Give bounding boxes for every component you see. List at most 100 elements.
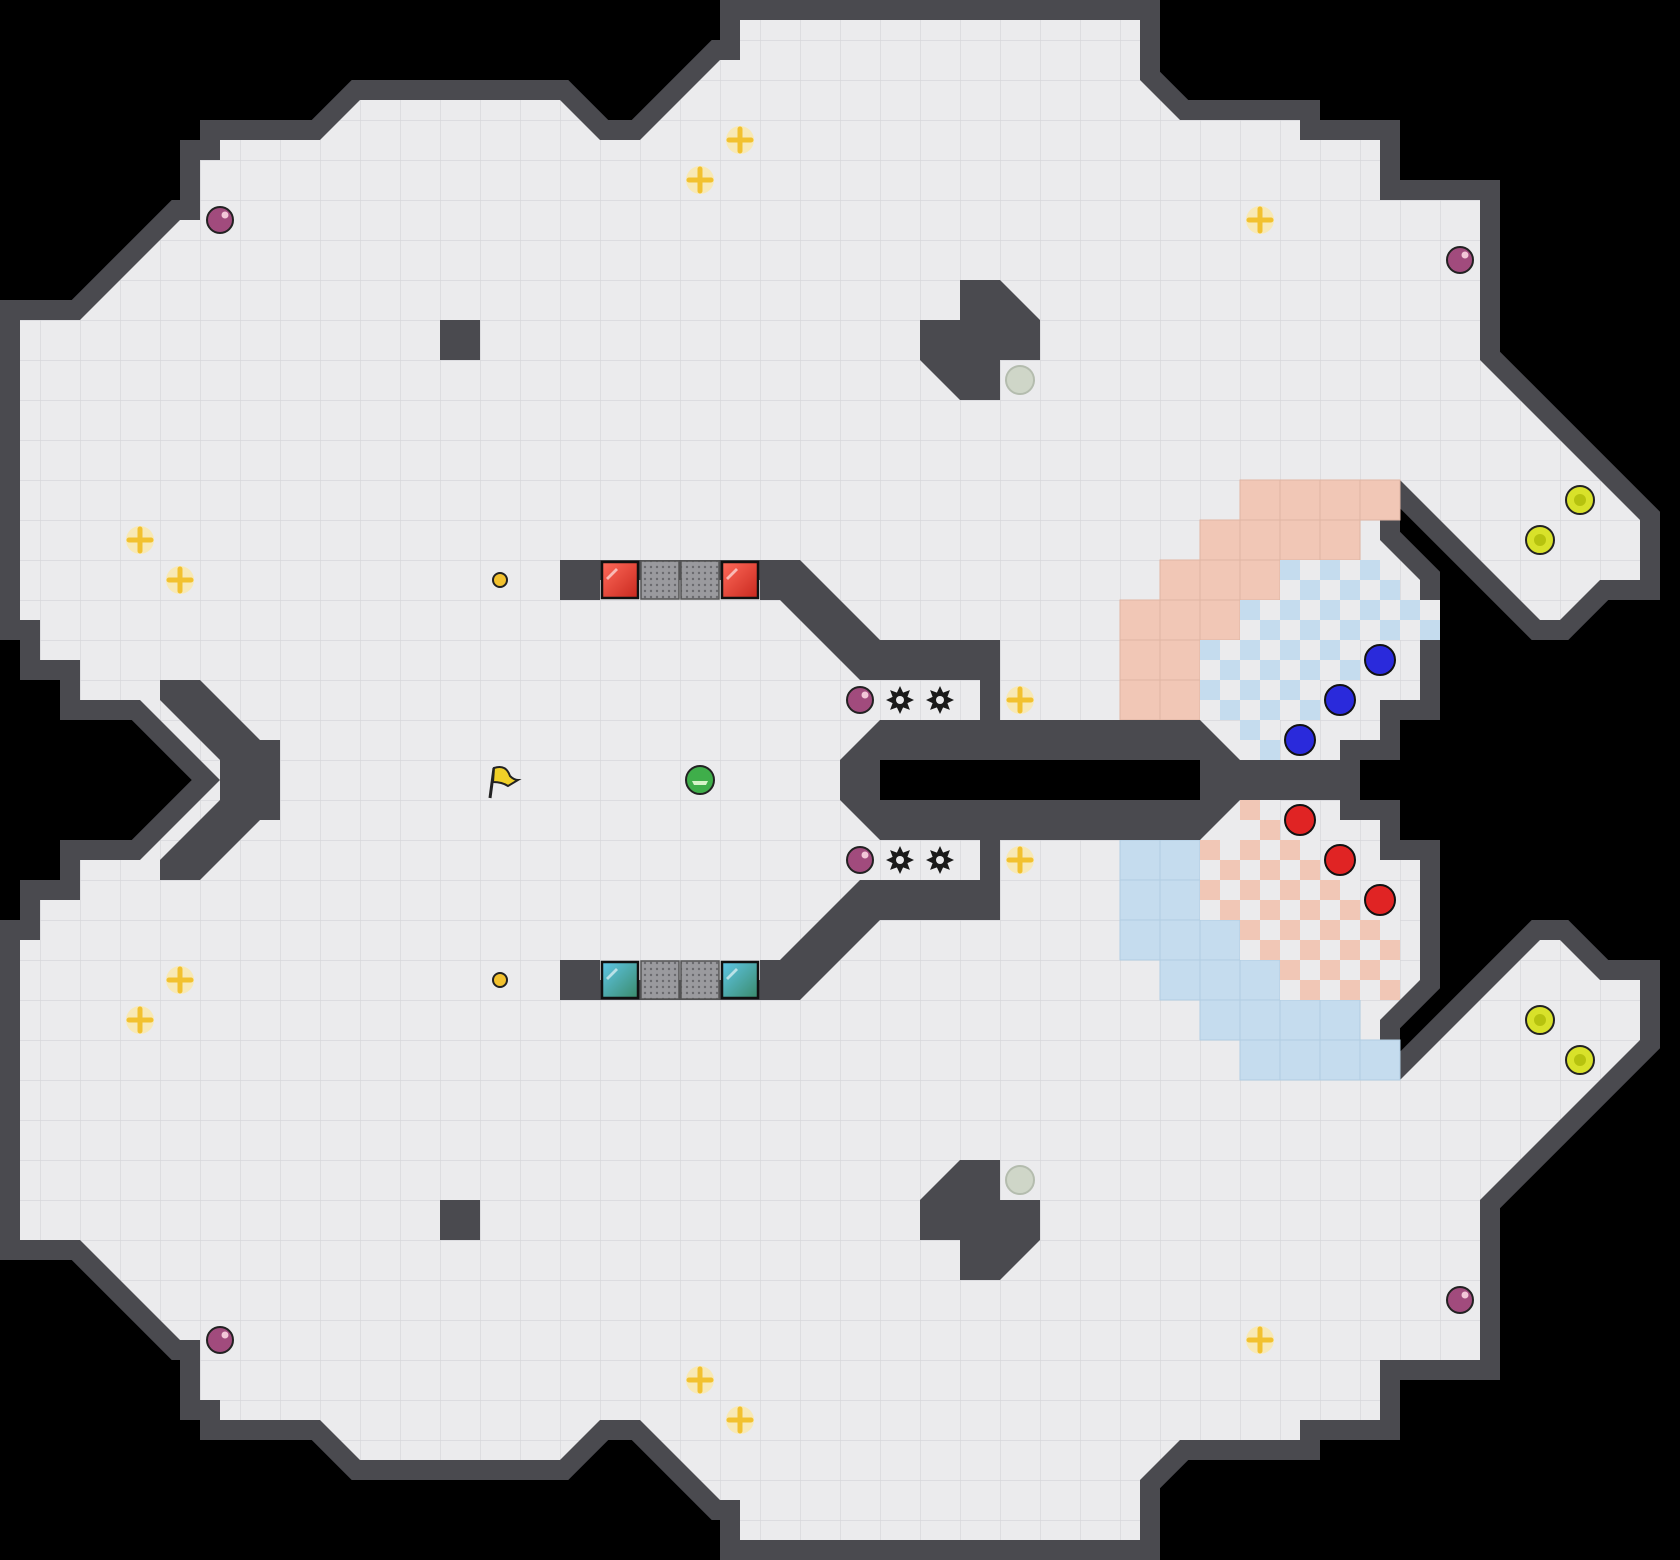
blue-endzone-tile: [1200, 640, 1240, 680]
red-zone-tile: [1199, 559, 1241, 601]
blue-zone-tile: [1199, 999, 1241, 1041]
boost-pad[interactable]: [726, 126, 754, 154]
grid-gate[interactable]: [680, 560, 720, 600]
boost-pad[interactable]: [686, 166, 714, 194]
red-zone-tile: [1359, 479, 1401, 521]
boost-icon: [1246, 1326, 1274, 1354]
bomb[interactable]: [206, 1326, 234, 1354]
boost-pad[interactable]: [166, 566, 194, 594]
blue-zone-tile: [1159, 839, 1201, 881]
red-endzone-tile: [1240, 840, 1280, 880]
boost-icon: [726, 126, 754, 154]
portal-core: [1574, 494, 1586, 506]
yellow-portal[interactable]: [1525, 1005, 1555, 1035]
blue-endzone-tile: [1200, 680, 1240, 720]
wall-block-top: [920, 280, 1040, 400]
red-zone-tile: [1159, 679, 1201, 721]
red-team-ball[interactable]: [1284, 804, 1316, 836]
boost-icon: [1246, 206, 1274, 234]
wall-block: [440, 1200, 480, 1240]
boost-pad[interactable]: [1246, 1326, 1274, 1354]
grid-gate[interactable]: [640, 960, 680, 1000]
bomb-icon: [846, 846, 874, 874]
bomb[interactable]: [846, 846, 874, 874]
blue-gate[interactable]: [600, 960, 640, 1000]
spike-center: [936, 696, 944, 704]
neutral-portal[interactable]: [1005, 365, 1035, 395]
red-endzone-tile: [1280, 880, 1320, 920]
blue-team-ball[interactable]: [1364, 644, 1396, 676]
boost-pad[interactable]: [126, 526, 154, 554]
boost-pad[interactable]: [1006, 846, 1034, 874]
blue-zone-tile: [1119, 919, 1161, 961]
gates: [600, 560, 760, 1000]
spike[interactable]: [886, 846, 914, 874]
red-zone-tile: [1119, 599, 1161, 641]
blue-team-ball[interactable]: [1284, 724, 1316, 756]
green-player[interactable]: [685, 765, 715, 795]
red-gate[interactable]: [600, 560, 640, 600]
boost-icon: [726, 1406, 754, 1434]
center-slot: [880, 760, 1200, 800]
entities: [126, 126, 1595, 1434]
boost-pad[interactable]: [1246, 206, 1274, 234]
bomb[interactable]: [1446, 246, 1474, 274]
bomb[interactable]: [1446, 1286, 1474, 1314]
red-team-ball[interactable]: [1324, 844, 1356, 876]
blue-zone-tile: [1359, 1039, 1401, 1081]
boost-pad[interactable]: [726, 1406, 754, 1434]
red-team-ball[interactable]: [1364, 884, 1396, 916]
yellow-portal[interactable]: [1565, 485, 1595, 515]
blue-endzone-tile: [1240, 720, 1280, 760]
boost-icon: [126, 1006, 154, 1034]
gate-grid-tile: [680, 560, 720, 600]
red-endzone-tile: [1200, 880, 1240, 920]
bomb[interactable]: [206, 206, 234, 234]
boost-pad[interactable]: [126, 1006, 154, 1034]
boost-icon: [686, 1366, 714, 1394]
player-face: [692, 781, 708, 785]
red-endzone-tile: [1280, 960, 1320, 1000]
grid-gate[interactable]: [680, 960, 720, 1000]
spike[interactable]: [926, 686, 954, 714]
blue-team-ball[interactable]: [1324, 684, 1356, 716]
gate-face: [720, 960, 760, 1000]
blue-endzone-tile: [1280, 680, 1320, 720]
bomb-highlight: [221, 1331, 229, 1339]
blue-zone-tile: [1159, 919, 1201, 961]
red-zone-tile: [1159, 639, 1201, 681]
gate-face: [600, 960, 640, 1000]
red-endzone-tile: [1240, 800, 1280, 840]
token[interactable]: [492, 972, 508, 988]
bomb-highlight: [1461, 251, 1469, 259]
blue-endzone-tile: [1320, 640, 1360, 680]
flag-icon[interactable]: [488, 766, 522, 799]
gate-grid-tile: [640, 960, 680, 1000]
boost-icon: [126, 526, 154, 554]
spike[interactable]: [886, 686, 914, 714]
neutral-portal[interactable]: [1005, 1165, 1035, 1195]
red-zone-tile: [1199, 519, 1241, 561]
boost-pad[interactable]: [686, 1366, 714, 1394]
yellow-portal[interactable]: [1525, 525, 1555, 555]
token[interactable]: [492, 572, 508, 588]
grid-gate[interactable]: [640, 560, 680, 600]
spike[interactable]: [926, 846, 954, 874]
bomb[interactable]: [846, 686, 874, 714]
yellow-portal[interactable]: [1565, 1045, 1595, 1075]
red-gate[interactable]: [720, 560, 760, 600]
boost-pad[interactable]: [166, 966, 194, 994]
corridor-wall-bottom: [560, 840, 1000, 1000]
gate-shine: [606, 568, 618, 580]
bomb-highlight: [861, 691, 869, 699]
flag-cloth: [491, 766, 522, 788]
blue-gate[interactable]: [720, 960, 760, 1000]
blue-endzone-tile: [1360, 600, 1400, 640]
blue-endzone-tile: [1240, 640, 1280, 680]
spike-center: [896, 696, 904, 704]
blue-zone-tile: [1159, 879, 1201, 921]
boost-pad[interactable]: [1006, 686, 1034, 714]
red-endzone-tile: [1360, 920, 1400, 960]
